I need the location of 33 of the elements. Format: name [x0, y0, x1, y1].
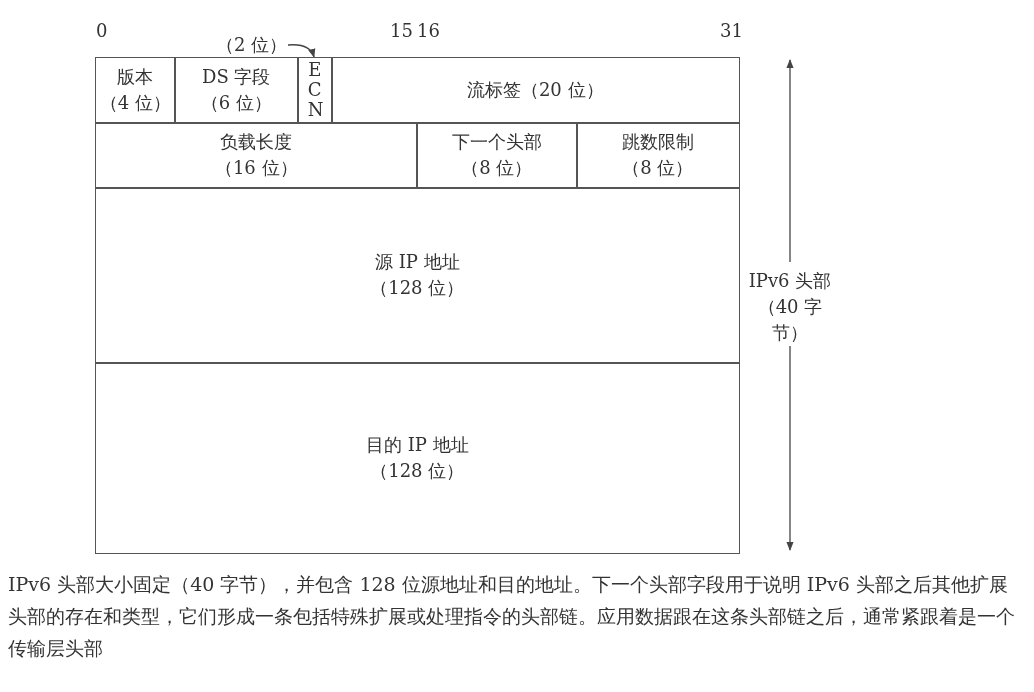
field-size: （128 位）: [370, 458, 465, 483]
field-size: （4 位）: [99, 91, 171, 116]
field-size: （128 位）: [370, 276, 465, 301]
leader-arrow: [287, 44, 315, 58]
field-name: 目的 IP 地址: [365, 432, 469, 457]
field-cell: [331, 57, 740, 124]
field-cell: [416, 122, 578, 189]
caption: IPv6 头部大小固定（40 字节），并包含 128 位源地址和目的地址。下一个头部字段用于说明 IPv6 头部之后其他扩展头部的存在和类型，它们形成一条包括特殊扩展或处理指令的头部链。应用数据跟在这条头部链之后，通常紧跟着是一个传输层头部: [8, 572, 1016, 661]
header-size-label: IPv6 头部（40 字节）: [747, 269, 833, 345]
bit-number: 16: [417, 20, 440, 41]
field-cell: [95, 187, 740, 364]
callout-text: （2 位）: [216, 33, 288, 57]
field-cell: [95, 122, 418, 189]
field-size: （6 位）: [200, 91, 272, 116]
field-name: 负载长度: [220, 130, 293, 155]
field-cell: [174, 57, 299, 124]
field-name: DS 字段: [202, 65, 271, 90]
field-cell: [297, 57, 333, 124]
field-name: 跳数限制: [621, 130, 694, 155]
field-cell: [576, 122, 740, 189]
field-name: 版本: [117, 65, 154, 90]
bit-number: 15: [390, 20, 413, 41]
field-name: ECN: [307, 60, 322, 121]
field-name: 源 IP 地址: [374, 250, 460, 275]
field-cell: [95, 362, 740, 554]
field-size: （8 位）: [461, 156, 533, 181]
bit-number: 0: [96, 20, 108, 41]
field-name: 下一个头部: [451, 130, 542, 155]
field-name: 流标签（20 位）: [466, 78, 604, 103]
field-size: （8 位）: [622, 156, 694, 181]
bit-number: 31: [720, 20, 743, 41]
field-size: （16 位）: [214, 156, 298, 181]
field-cell: [95, 57, 176, 124]
